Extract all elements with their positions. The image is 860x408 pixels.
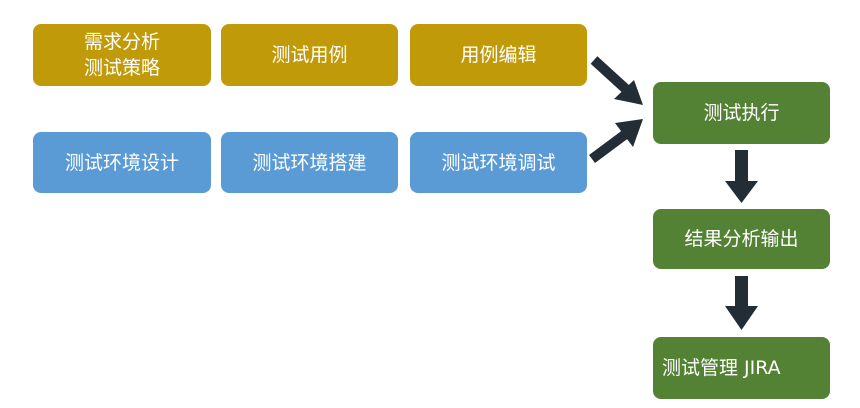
env-build-box: 测试环境搭建: [221, 132, 398, 193]
strategy-label: 测试策略: [83, 57, 160, 79]
env-build-label: 测试环境搭建: [252, 151, 367, 174]
management-jira-box: 测试管理 JIRA: [653, 337, 830, 399]
env-design-label: 测试环境设计: [64, 151, 179, 174]
arrow-result-to-jira: [725, 276, 758, 330]
test-cases-label: 测试用例: [271, 44, 348, 66]
case-editing-box: 用例编辑: [410, 24, 587, 86]
env-debug-box: 测试环境调试: [410, 132, 587, 193]
result-analysis-box: 结果分析输出: [653, 209, 830, 269]
env-debug-label: 测试环境调试: [441, 151, 556, 174]
execution-box: 测试执行: [653, 82, 830, 144]
arrow-exec-to-result: [725, 150, 758, 203]
case-editing-label: 用例编辑: [460, 44, 537, 66]
test-cases-box: 测试用例: [221, 24, 398, 86]
execution-label: 测试执行: [703, 102, 780, 124]
env-design-box: 测试环境设计: [33, 132, 211, 193]
management-jira-label: 测试管理 JIRA: [662, 357, 781, 379]
arrow-edit-to-exec: [590, 56, 643, 105]
requirements-label: 需求分析: [83, 31, 160, 53]
result-analysis-label: 结果分析输出: [684, 228, 799, 250]
arrow-env-to-exec: [589, 119, 643, 164]
requirements-strategy-box: 需求分析 测试策略: [33, 24, 211, 86]
